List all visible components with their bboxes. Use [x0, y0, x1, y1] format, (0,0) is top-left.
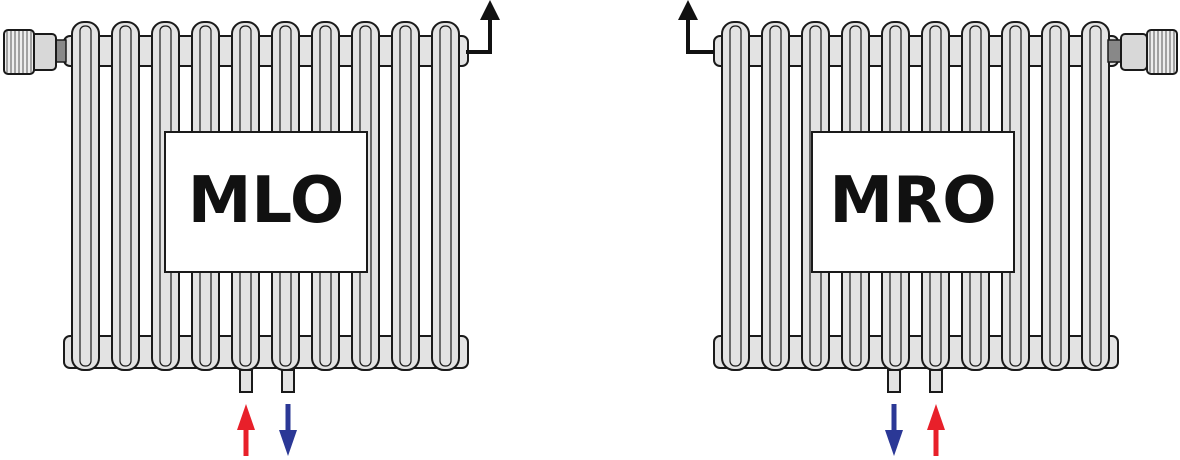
radiator-section-tube: [721, 21, 750, 371]
outlet-pipe-icon: [466, 0, 500, 54]
connection-stub: [239, 369, 253, 393]
radiator-section-column: [729, 25, 742, 367]
radiator-section-column: [769, 25, 782, 367]
valve-connector: [1107, 39, 1123, 63]
outflow-arrow-head: [279, 430, 297, 456]
outlet-pipe-icon: [678, 0, 714, 54]
label-box: [811, 131, 1015, 273]
bottom-connections: [885, 369, 945, 456]
radiator-section-column: [79, 25, 92, 367]
radiator-label-mro: MRO: [829, 164, 996, 238]
bottom-connections: [237, 369, 297, 456]
radiator-section-column: [1049, 25, 1062, 367]
radiator-label-mlo: MLO: [188, 164, 345, 238]
radiator-section-tube: [761, 21, 790, 371]
radiator-section-tube: [71, 21, 100, 371]
inflow-arrow-head: [237, 404, 255, 430]
radiator-section-tube: [111, 21, 140, 371]
radiator-sections: [713, 21, 1119, 371]
connection-stub: [929, 369, 943, 393]
connection-stub: [281, 369, 295, 393]
outlet-arrow: [678, 0, 714, 54]
radiator-section-tube: [391, 21, 420, 371]
connection-stub: [887, 369, 901, 393]
radiator-mro: MRO: [678, 0, 1178, 456]
radiator-section-column: [119, 25, 132, 367]
radiator-mlo: MLO: [3, 0, 500, 456]
radiator-section-tube: [1081, 21, 1110, 371]
thermostatic-valve-icon: [3, 29, 67, 75]
radiator-section-column: [399, 25, 412, 367]
outflow-arrow-head: [885, 430, 903, 456]
thermostatic-valve-icon: [1107, 29, 1178, 75]
radiator-section-tube: [1041, 21, 1070, 371]
inflow-arrow-head: [927, 404, 945, 430]
radiator-section-column: [439, 25, 452, 367]
valve-body: [1120, 33, 1148, 71]
radiator-section-column: [1089, 25, 1102, 367]
label-box: [164, 131, 368, 273]
radiator-sections: [63, 21, 469, 371]
outlet-arrow: [466, 0, 500, 54]
radiator-section-tube: [431, 21, 460, 371]
